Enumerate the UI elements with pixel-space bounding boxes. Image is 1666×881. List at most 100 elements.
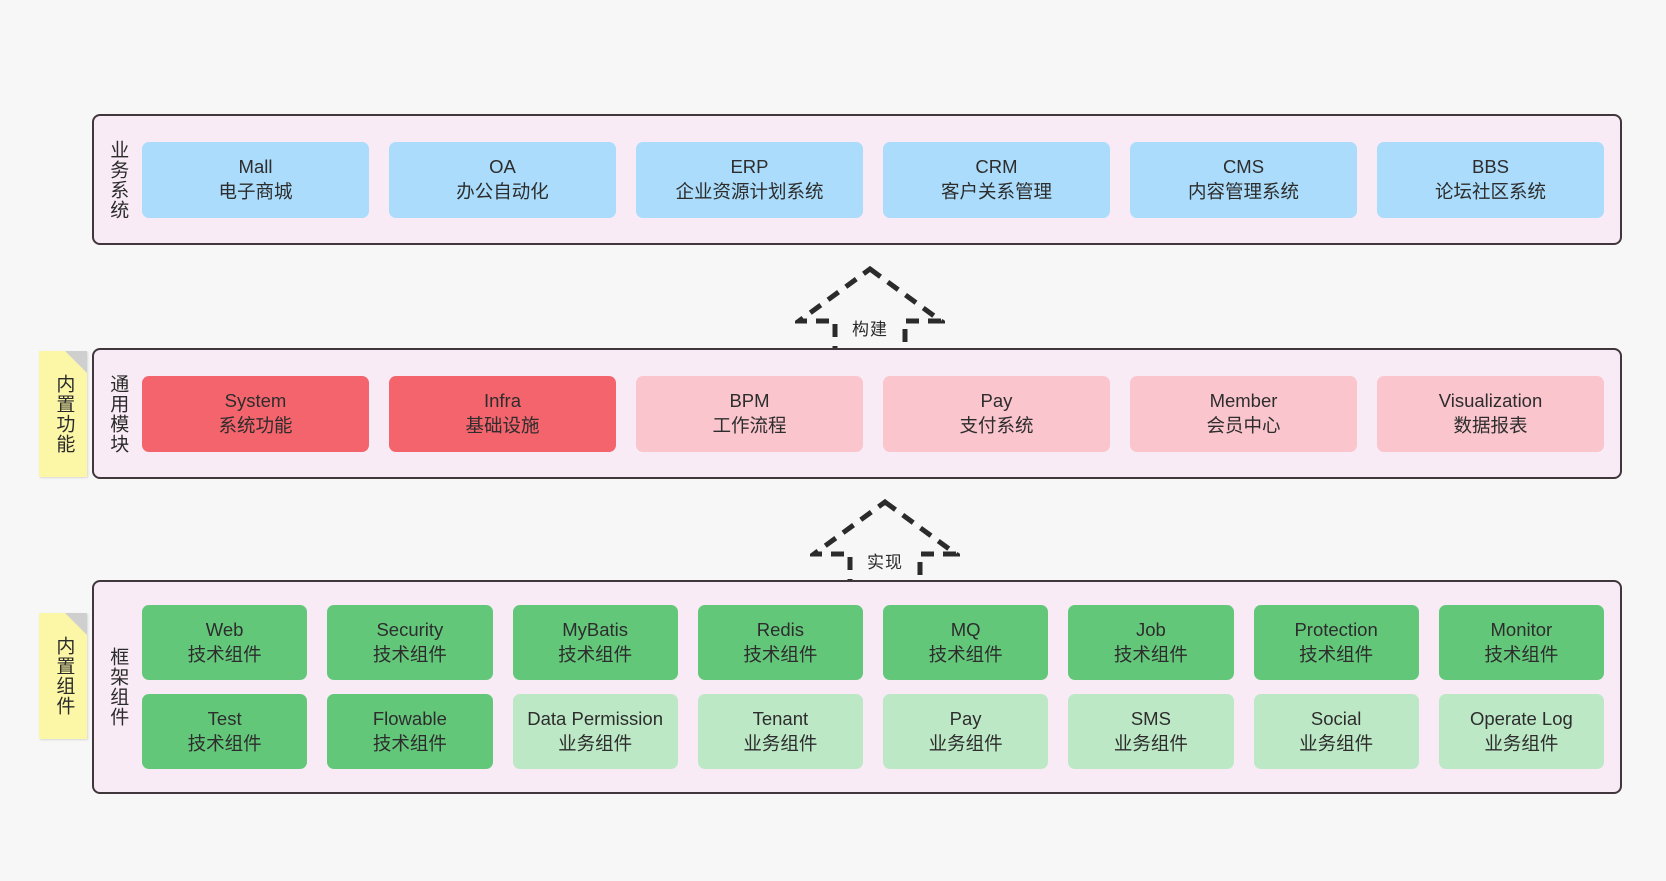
node-title: Pay <box>949 707 982 729</box>
node-title: System <box>224 389 287 411</box>
node-bpm[interactable]: BPM 工作流程 <box>636 375 863 452</box>
layer-row: Mall 电子商城 OA 办公自动化 ERP 企业资源计划系统 CRM 客户关系… <box>142 141 1604 218</box>
node-cms[interactable]: CMS 内容管理系统 <box>1130 141 1357 218</box>
sticky-note-label: 内置功能 <box>53 374 75 454</box>
arrow-implement: 实现 <box>810 498 960 588</box>
node-title: BPM <box>729 389 770 411</box>
node-title: Redis <box>756 618 805 640</box>
node-title: Security <box>376 618 444 640</box>
node-title: Flowable <box>372 707 447 729</box>
layer-title-business-systems: 业务系统 <box>107 139 129 220</box>
node-test[interactable]: Test 技术组件 <box>142 694 308 769</box>
arrow-implement-icon <box>810 498 960 588</box>
node-visualization[interactable]: Visualization 数据报表 <box>1377 375 1604 452</box>
sticky-note-builtin-components: 内置组件 <box>39 613 87 739</box>
layer-body-common-modules: System 系统功能 Infra 基础设施 BPM 工作流程 Pay 支付系统… <box>140 350 1620 477</box>
node-title: Protection <box>1294 618 1378 640</box>
node-title: Visualization <box>1438 389 1543 411</box>
node-title: Data Permission <box>527 707 663 729</box>
node-subtitle: 内容管理系统 <box>1187 180 1299 202</box>
node-subtitle: 技术组件 <box>928 643 1003 665</box>
arrow-build-icon <box>795 265 945 355</box>
node-title: CMS <box>1222 155 1265 177</box>
node-member[interactable]: Member 会员中心 <box>1130 375 1357 452</box>
node-title: Pay <box>980 389 1013 411</box>
node-subtitle: 论坛社区系统 <box>1434 180 1546 202</box>
node-crm[interactable]: CRM 客户关系管理 <box>883 141 1110 218</box>
layer-body-framework-components: Web 技术组件 Security 技术组件 MyBatis 技术组件 Redi… <box>140 582 1620 792</box>
node-security[interactable]: Security 技术组件 <box>327 605 493 680</box>
node-subtitle: 基础设施 <box>465 414 540 436</box>
node-subtitle: 技术组件 <box>743 643 818 665</box>
layer-title-common-modules: 通用模块 <box>107 373 129 454</box>
node-subtitle: 工作流程 <box>712 414 787 436</box>
layer-body-business-systems: Mall 电子商城 OA 办公自动化 ERP 企业资源计划系统 CRM 客户关系… <box>140 116 1620 243</box>
layer-row: Test 技术组件 Flowable 技术组件 Data Permission … <box>142 694 1604 769</box>
node-pay-component[interactable]: Pay 业务组件 <box>883 694 1049 769</box>
node-oa[interactable]: OA 办公自动化 <box>389 141 616 218</box>
node-web[interactable]: Web 技术组件 <box>142 605 308 680</box>
note-fold-icon <box>65 351 87 373</box>
node-subtitle: 会员中心 <box>1206 414 1281 436</box>
arrow-build-label: 构建 <box>852 320 888 339</box>
arrow-build: 构建 <box>795 265 945 355</box>
node-redis[interactable]: Redis 技术组件 <box>697 605 863 680</box>
node-title: MyBatis <box>562 618 629 640</box>
node-mq[interactable]: MQ 技术组件 <box>883 605 1049 680</box>
node-infra[interactable]: Infra 基础设施 <box>389 375 616 452</box>
node-title: Operate Log <box>1469 707 1573 729</box>
node-mybatis[interactable]: MyBatis 技术组件 <box>512 605 678 680</box>
node-tenant[interactable]: Tenant 业务组件 <box>697 694 863 769</box>
layer-business-systems: 业务系统 Mall 电子商城 OA 办公自动化 ERP 企业资源计划系统 CRM… <box>92 114 1622 245</box>
node-title: OA <box>489 155 516 177</box>
node-title: Infra <box>483 389 522 411</box>
node-data-permission[interactable]: Data Permission 业务组件 <box>512 694 678 769</box>
node-subtitle: 技术组件 <box>1484 643 1559 665</box>
node-title: Job <box>1135 618 1166 640</box>
node-subtitle: 技术组件 <box>372 643 447 665</box>
node-subtitle: 客户关系管理 <box>940 180 1052 202</box>
node-title: Tenant <box>752 707 809 729</box>
node-mall[interactable]: Mall 电子商城 <box>142 141 369 218</box>
node-subtitle: 技术组件 <box>187 732 262 754</box>
node-subtitle: 业务组件 <box>928 732 1003 754</box>
node-job[interactable]: Job 技术组件 <box>1068 605 1234 680</box>
node-subtitle: 技术组件 <box>1113 643 1188 665</box>
node-monitor[interactable]: Monitor 技术组件 <box>1438 605 1604 680</box>
node-sms[interactable]: SMS 业务组件 <box>1068 694 1234 769</box>
layer-row: System 系统功能 Infra 基础设施 BPM 工作流程 Pay 支付系统… <box>142 375 1604 452</box>
node-subtitle: 数据报表 <box>1453 414 1528 436</box>
node-title: Test <box>207 707 242 729</box>
node-subtitle: 系统功能 <box>218 414 293 436</box>
node-subtitle: 业务组件 <box>1299 732 1374 754</box>
node-subtitle: 技术组件 <box>187 643 262 665</box>
node-subtitle: 电子商城 <box>218 180 293 202</box>
node-title: Mall <box>238 155 273 177</box>
node-title: Monitor <box>1490 618 1553 640</box>
node-subtitle: 技术组件 <box>372 732 447 754</box>
node-title: MQ <box>950 618 981 640</box>
sticky-note-label: 内置组件 <box>53 636 75 716</box>
node-subtitle: 业务组件 <box>1113 732 1188 754</box>
node-title: ERP <box>730 155 769 177</box>
node-title: Social <box>1310 707 1362 729</box>
layer-common-modules: 通用模块 System 系统功能 Infra 基础设施 BPM 工作流程 Pay… <box>92 348 1622 479</box>
node-subtitle: 企业资源计划系统 <box>675 180 824 202</box>
layer-framework-components: 框架组件 Web 技术组件 Security 技术组件 MyBatis 技术组件… <box>92 580 1622 794</box>
node-operate-log[interactable]: Operate Log 业务组件 <box>1438 694 1604 769</box>
node-subtitle: 技术组件 <box>558 643 633 665</box>
node-protection[interactable]: Protection 技术组件 <box>1253 605 1419 680</box>
node-erp[interactable]: ERP 企业资源计划系统 <box>636 141 863 218</box>
node-title: CRM <box>975 155 1018 177</box>
node-title: Member <box>1209 389 1278 411</box>
node-social[interactable]: Social 业务组件 <box>1253 694 1419 769</box>
node-title: BBS <box>1471 155 1510 177</box>
node-subtitle: 业务组件 <box>743 732 818 754</box>
node-flowable[interactable]: Flowable 技术组件 <box>327 694 493 769</box>
layer-title-framework-components: 框架组件 <box>107 647 129 727</box>
node-system[interactable]: System 系统功能 <box>142 375 369 452</box>
node-bbs[interactable]: BBS 论坛社区系统 <box>1377 141 1604 218</box>
node-pay[interactable]: Pay 支付系统 <box>883 375 1110 452</box>
layer-row: Web 技术组件 Security 技术组件 MyBatis 技术组件 Redi… <box>142 605 1604 680</box>
